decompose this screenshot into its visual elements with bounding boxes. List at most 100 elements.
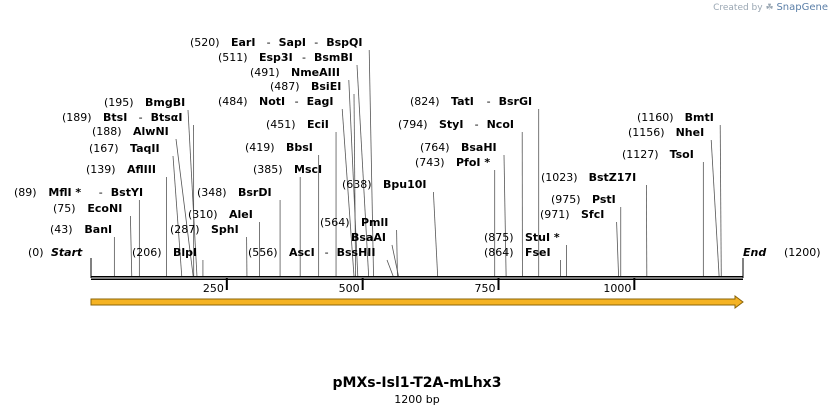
site-leader-line: [710, 139, 720, 277]
feature-arrow: [90, 295, 744, 309]
end-label: End: [743, 246, 766, 259]
sequence-title: pMXs-Isl1-T2A-mLhx3: [332, 375, 502, 391]
site-name: TatI: [451, 95, 474, 108]
site-position-label: (167): [89, 142, 119, 155]
site-position-label: (520): [190, 36, 220, 49]
site-position-label: (764): [420, 141, 450, 154]
site-name: SfcI: [581, 208, 604, 221]
site-name: PfoI *: [456, 156, 490, 169]
start-label: Start: [51, 246, 83, 259]
site-name: MscI: [294, 163, 322, 176]
site-name: Esp3I: [259, 51, 293, 64]
site-name: BspQI: [326, 36, 362, 49]
site-name-separator: -: [267, 36, 271, 49]
site-name-separator: -: [314, 36, 318, 49]
site-name: NotI: [259, 95, 285, 108]
site-name: BsrDI: [238, 186, 272, 199]
site-position-label: (188): [92, 125, 122, 138]
site-name-separator: -: [325, 246, 329, 259]
site-position-label: (43): [50, 223, 73, 236]
site-leader-line: [396, 229, 398, 277]
site-position-label: (511): [218, 51, 248, 64]
site-name: BsaAI: [351, 231, 386, 244]
site-position-label: (638): [342, 178, 372, 191]
site-name: BsaHI: [461, 141, 497, 154]
site-name: Bpu10I: [383, 178, 427, 191]
site-name: BstYI: [111, 186, 143, 199]
site-leader-line: [341, 108, 355, 277]
site-leader-line: [130, 215, 133, 277]
site-name-separator: -: [302, 51, 306, 64]
site-leader-line: [348, 79, 359, 277]
tick-label: 250: [203, 282, 224, 295]
site-position-label: (491): [250, 66, 280, 79]
site-name-separator: -: [99, 186, 103, 199]
site-name: AscI: [289, 246, 315, 259]
site-name: FseI: [525, 246, 551, 259]
site-position-label: (1156): [628, 126, 665, 139]
site-name: SphI: [211, 223, 239, 236]
site-leader-line: [719, 124, 722, 277]
site-position-label: (864): [484, 246, 514, 259]
site-leader-line: [356, 64, 370, 277]
tick-label: 500: [339, 282, 360, 295]
site-position-label: (484): [218, 95, 248, 108]
site-position-label: (189): [62, 111, 92, 124]
site-position-label: (451): [266, 118, 296, 131]
site-position-label: (419): [245, 141, 275, 154]
site-position-label: (1160): [637, 111, 674, 124]
site-name: BbsI: [286, 141, 313, 154]
site-leader-line: [386, 259, 394, 277]
site-name: NheI: [676, 126, 705, 139]
site-name-separator: -: [475, 118, 479, 131]
site-position-label: (348): [197, 186, 227, 199]
site-name: StyI: [439, 118, 463, 131]
site-name-separator: -: [487, 95, 491, 108]
site-position-label: (556): [248, 246, 278, 259]
site-leader-line: [368, 49, 374, 277]
site-name: BsmBI: [314, 51, 353, 64]
site-name: StuI *: [525, 231, 560, 244]
site-name-separator: -: [139, 111, 143, 124]
site-name: BtsαI: [151, 111, 183, 124]
site-name: BmtI: [685, 111, 714, 124]
site-name: SapI: [279, 36, 306, 49]
site-position-label: (824): [410, 95, 440, 108]
site-name: EciI: [307, 118, 329, 131]
start-position-label: (0): [28, 246, 44, 259]
site-leader-line: [172, 155, 183, 277]
site-name: BmgBI: [145, 96, 185, 109]
site-name: BsrGI: [499, 95, 532, 108]
tick-label: 1000: [603, 282, 631, 295]
site-position-label: (206): [132, 246, 162, 259]
site-name: NcoI: [487, 118, 514, 131]
credit-brand: SnapGene: [776, 2, 828, 13]
site-position-label: (89): [14, 186, 37, 199]
sequence-length: 1200 bp: [394, 393, 440, 406]
site-name: BlpI: [173, 246, 197, 259]
credit-prefix: Created by: [713, 3, 763, 13]
site-position-label: (75): [53, 202, 76, 215]
site-name: NmeAIII: [291, 66, 340, 79]
site-leader-line: [616, 221, 619, 277]
snapgene-credit: Created by ☘ SnapGene: [713, 2, 828, 13]
end-position-label: (1200): [784, 246, 821, 259]
site-position-label: (287): [170, 223, 200, 236]
site-name: BssHII: [337, 246, 376, 259]
site-position-label: (385): [253, 163, 283, 176]
site-name: TaqII: [130, 142, 160, 155]
site-name: EagI: [307, 95, 334, 108]
site-position-label: (1127): [622, 148, 659, 161]
tick-label: 750: [475, 282, 496, 295]
site-name: BstZ17I: [589, 171, 637, 184]
site-position-label: (1023): [541, 171, 578, 184]
site-name: PstI: [592, 193, 616, 206]
site-name: EcoNI: [87, 202, 122, 215]
site-leader-line: [391, 244, 399, 277]
site-name: BtsI: [103, 111, 127, 124]
site-name: TsoI: [670, 148, 694, 161]
site-position-label: (743): [415, 156, 445, 169]
site-position-label: (975): [551, 193, 581, 206]
site-position-label: (139): [86, 163, 116, 176]
